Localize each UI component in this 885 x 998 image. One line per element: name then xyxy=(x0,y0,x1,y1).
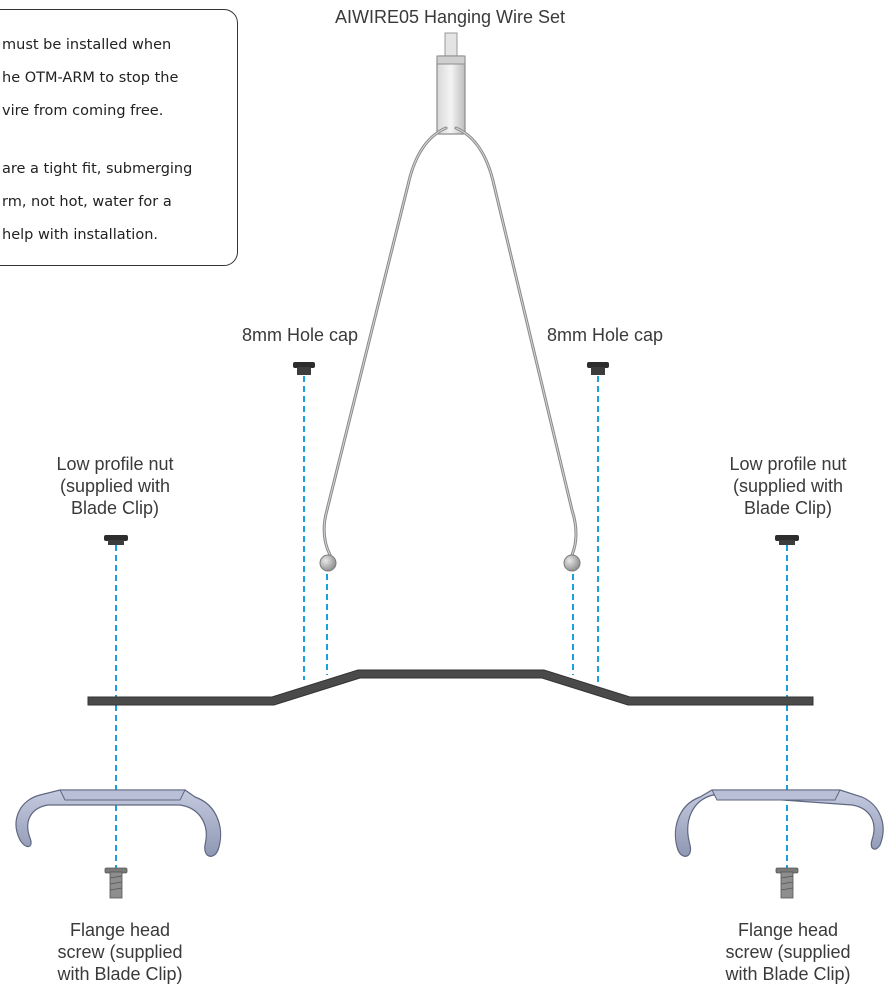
hole-cap-left-label: 8mm Hole cap xyxy=(241,325,359,345)
blade-clip-left xyxy=(15,789,222,857)
screw-left-label-line-1: Flange head xyxy=(69,920,171,940)
note-line-6: rm, not hot, water for a xyxy=(2,194,172,210)
hole-cap-right-label: 8mm Hole cap xyxy=(546,325,664,345)
otm-arm-bar xyxy=(87,669,814,706)
nut-left-part xyxy=(104,535,128,545)
note-line-7: help with installation. xyxy=(2,227,158,243)
hole-cap-left-part xyxy=(293,362,315,375)
hanging-wire xyxy=(322,126,578,557)
nut-right-label: Low profile nut (supplied with Blade Cli… xyxy=(703,453,873,519)
wire-gripper xyxy=(436,32,466,135)
flange-screw-right xyxy=(775,867,799,899)
screw-left-label-line-3: with Blade Clip) xyxy=(57,964,183,984)
wire-ball-left xyxy=(319,554,337,572)
nut-right-label-line-3: Blade Clip) xyxy=(743,498,833,518)
note-line-5: are a tight fit, submerging xyxy=(2,161,193,177)
note-line-1: must be installed when xyxy=(2,37,172,53)
hole-cap-right-part xyxy=(587,362,609,375)
instruction-note-box: must be installed when he OTM-ARM to sto… xyxy=(0,9,238,266)
flange-screw-left xyxy=(104,867,128,899)
hanging-wire-highlight xyxy=(323,127,577,556)
nut-left-label: Low profile nut (supplied with Blade Cli… xyxy=(30,453,200,519)
blade-clip-right xyxy=(674,789,884,857)
nut-left-label-line-1: Low profile nut xyxy=(56,454,174,474)
wire-ball-right xyxy=(563,554,581,572)
nut-left-label-line-2: (supplied with xyxy=(59,476,171,496)
nut-right-label-line-2: (supplied with xyxy=(732,476,844,496)
screw-left-label: Flange head screw (supplied with Blade C… xyxy=(35,919,205,985)
note-line-3: vire from coming free. xyxy=(2,103,164,119)
note-line-2: he OTM-ARM to stop the xyxy=(2,70,179,86)
screw-right-label: Flange head screw (supplied with Blade C… xyxy=(703,919,873,985)
nut-left-label-line-3: Blade Clip) xyxy=(70,498,160,518)
screw-right-label-line-1: Flange head xyxy=(737,920,839,940)
guide-lines xyxy=(115,376,788,870)
nut-right-part xyxy=(775,535,799,545)
screw-left-label-line-2: screw (supplied xyxy=(57,942,183,962)
screw-right-label-line-2: screw (supplied xyxy=(725,942,851,962)
diagram-title: AIWIRE05 Hanging Wire Set xyxy=(334,7,566,27)
screw-right-label-line-3: with Blade Clip) xyxy=(725,964,851,984)
nut-right-label-line-1: Low profile nut xyxy=(729,454,847,474)
